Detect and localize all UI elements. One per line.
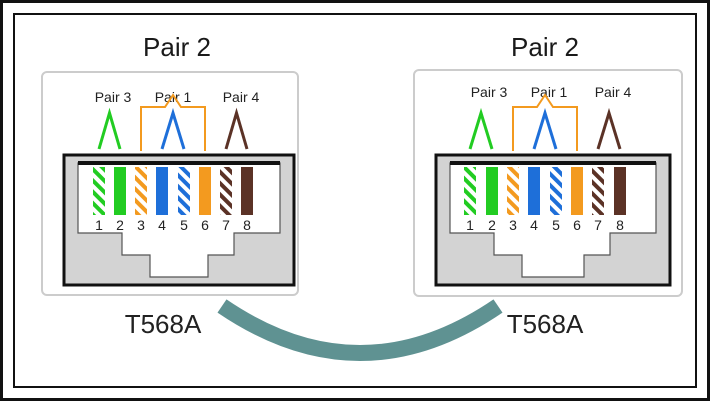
pair-2-title: Pair 2: [511, 32, 579, 62]
pair-4-label: Pair 4: [223, 89, 260, 105]
standard-label: T568A: [125, 309, 202, 339]
pin-number: 6: [573, 217, 581, 233]
wire-1-green-white: [93, 167, 105, 215]
pair-chevron: [160, 107, 186, 150]
pin-number: 7: [594, 217, 602, 233]
wire-5-blue-white: [178, 167, 190, 215]
pair-2-bracket: [140, 93, 206, 151]
pair-chevron: [532, 107, 558, 150]
wire-6-orange: [571, 167, 583, 215]
wire-8-brown: [614, 167, 626, 215]
pin-number: 3: [137, 217, 145, 233]
wire-4-blue: [528, 167, 540, 215]
pin-number: 2: [488, 217, 496, 233]
wire-7-brown-white: [220, 167, 232, 215]
standard-label: T568A: [507, 309, 584, 339]
pair-chevron: [468, 107, 494, 150]
pin-number: 4: [158, 217, 166, 233]
pin-number: 4: [530, 217, 538, 233]
wire-4-blue: [156, 167, 168, 215]
pin-number: 1: [95, 217, 103, 233]
pin-number: 8: [616, 217, 624, 233]
wire-6-orange: [199, 167, 211, 215]
wire-1-green-white: [464, 167, 476, 215]
pin-number: 8: [243, 217, 251, 233]
inner-border: [13, 13, 697, 388]
pin-number: 3: [509, 217, 517, 233]
wire-3-orange-white: [507, 167, 519, 215]
wire-5-blue-white: [550, 167, 562, 215]
pair-2-title: Pair 2: [143, 32, 211, 62]
pair-3-label: Pair 3: [95, 89, 132, 105]
wire-7-brown-white: [592, 167, 604, 215]
pin-number: 1: [466, 217, 474, 233]
pair-3-label: Pair 3: [471, 84, 508, 100]
pair-1-label: Pair 1: [531, 84, 568, 100]
wire-8-brown: [241, 167, 253, 215]
pin-number: 6: [201, 217, 209, 233]
pair-4-label: Pair 4: [595, 84, 632, 100]
wire-2-green: [486, 167, 498, 215]
pair-1-label: Pair 1: [155, 89, 192, 105]
pair-chevron: [596, 107, 622, 150]
jack-cavity: [449, 162, 657, 278]
contact-strip: [78, 161, 280, 165]
pin-number: 5: [180, 217, 188, 233]
pair-chevron: [97, 107, 122, 150]
pin-number: 5: [552, 217, 560, 233]
pin-number: 2: [116, 217, 124, 233]
wire-2-green: [114, 167, 126, 215]
wire-3-orange-white: [135, 167, 147, 215]
patch-cable: [217, 299, 503, 361]
pair-2-bracket: [512, 93, 578, 151]
pair-chevron: [224, 107, 249, 150]
contact-strip: [450, 161, 656, 165]
pin-number: 7: [222, 217, 230, 233]
